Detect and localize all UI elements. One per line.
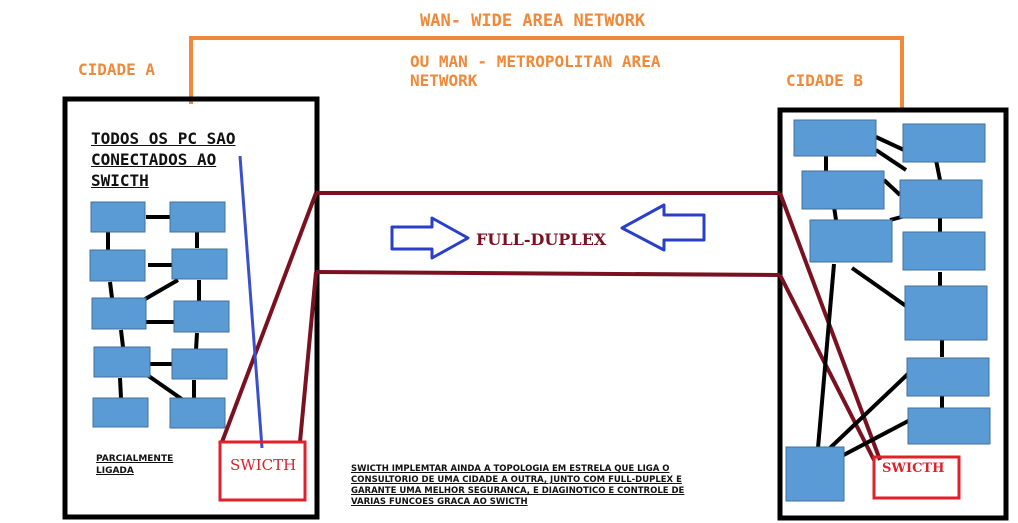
pc-node (171, 248, 228, 280)
pc-node (904, 285, 988, 341)
pc-node (899, 179, 983, 219)
pc-node (169, 397, 226, 429)
pc-node (801, 170, 885, 210)
partial-label: PARCIALMENTE LIGADA (96, 454, 174, 476)
pc-node (793, 119, 877, 157)
pc-node (809, 219, 893, 263)
arrow-right-icon (390, 216, 470, 260)
pc-node (92, 397, 149, 428)
city-a-box (62, 96, 320, 520)
switch-b-box (872, 455, 961, 500)
full-duplex-label: FULL-DUPLEX (476, 230, 607, 249)
pc-node (173, 300, 230, 333)
pc-node (906, 357, 990, 397)
city-b-box (777, 107, 1009, 521)
city-a-label: CIDADE A (78, 60, 156, 79)
description-text: SWICTH IMPLEMTAR AINDA A TOPOLOGIA EM ES… (351, 464, 685, 507)
pc-node (169, 201, 226, 233)
switch-a-box (218, 440, 307, 502)
man-title: OU MAN - METROPOLITAN AREA NETWORK (410, 52, 661, 90)
pc-node (785, 446, 845, 502)
pc-node (89, 249, 146, 282)
switch-a-link (238, 155, 264, 449)
pc-node (902, 231, 986, 271)
wan-title: WAN- WIDE AREA NETWORK (420, 11, 646, 31)
city-a-pcs (89, 201, 230, 429)
pc-node (90, 201, 146, 233)
pc-node (171, 348, 228, 380)
pc-node (902, 123, 986, 163)
pc-node (91, 297, 147, 330)
wan-link-line (189, 36, 904, 112)
switch-a-label: SWICTH (230, 456, 297, 474)
city-a-note: TODOS OS PC SAO CONECTADOS AO SWICTH (91, 129, 236, 190)
switch-b-label: SWICTH (882, 461, 945, 476)
city-b-pcs (785, 119, 991, 502)
pc-node (907, 407, 991, 445)
arrow-left-icon (620, 203, 706, 252)
city-b-label: CIDADE B (786, 71, 864, 90)
pc-node (93, 346, 151, 378)
